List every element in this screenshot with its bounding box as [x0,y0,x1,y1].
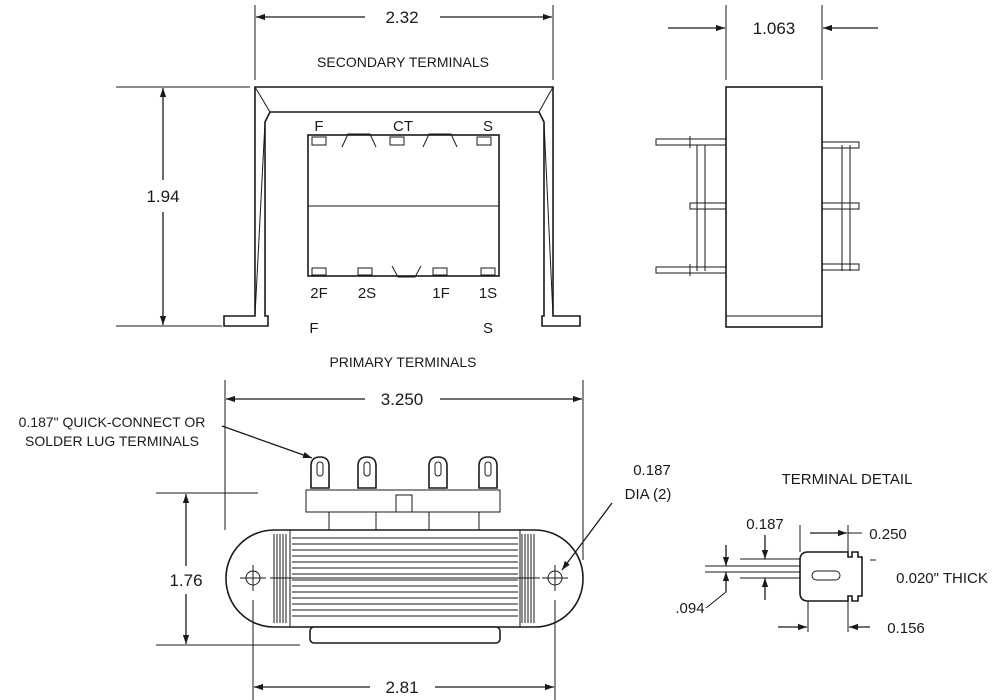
foot-label-f: F [309,320,318,337]
width-dim-label: 2.32 [385,8,418,27]
primary-label-1f: 1F [432,285,450,302]
terminals-note-line1: 0.187" QUICK-CONNECT OR [19,414,206,430]
detail-tip-dim: 0.156 [887,620,925,637]
terminal-tab-shape [799,551,863,602]
side-body [725,86,823,328]
quick-connect-terminals [310,456,498,530]
terminal-detail: TERMINAL DETAIL 0.187 .094 0.250 0.020" … [675,471,987,637]
terminals-note-line2: SOLDER LUG TERMINALS [25,433,199,449]
primary-label-2s: 2S [358,285,376,302]
secondary-terminals-title: SECONDARY TERMINALS [317,54,489,70]
detail-width-dim: 0.187 [746,516,784,533]
coil-base [309,626,501,644]
secondary-label-f: F [314,118,323,135]
side-view: 1.063 [655,5,878,328]
front-view: 2.32 SECONDARY TERMINALS 1.94 [116,5,581,370]
mounting-holes [240,565,568,591]
foot-label-s: S [483,320,493,337]
primary-label-2f: 2F [310,285,328,302]
primary-terminals-title: PRIMARY TERMINALS [329,354,476,370]
terminal-detail-title: TERMINAL DETAIL [782,471,913,488]
detail-tab-dim: 0.250 [869,526,907,543]
secondary-label-ct: CT [393,118,413,135]
bottom-view: 3.250 0.187" QUICK-CONNECT OR SOLDER LUG… [19,380,672,700]
mount-spacing-dim-label: 2.81 [385,678,418,697]
bottom-height-dim-label: 1.76 [169,571,202,590]
height-dim-label: 1.94 [146,187,179,206]
depth-dim-label: 1.063 [753,19,796,38]
detail-slot-dim: .094 [675,600,704,617]
lamination-lines [273,534,535,623]
hole-dia-line1: 0.187 [633,462,671,479]
secondary-label-s: S [483,118,493,135]
primary-label-1s: 1S [479,285,497,302]
detail-thickness: 0.020" THICK [896,570,988,587]
hole-dia-line2: DIA (2) [625,486,672,503]
secondary-terminal-tabs [311,133,492,148]
primary-terminal-tabs [311,265,496,278]
length-dim-label: 3.250 [381,390,424,409]
side-pins [655,136,860,276]
